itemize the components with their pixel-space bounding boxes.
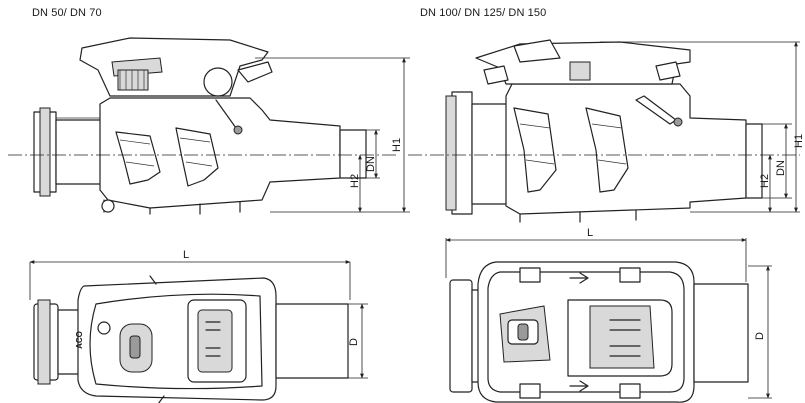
dimensions-side-small — [255, 57, 410, 213]
dim-label-d-left: D — [348, 338, 360, 346]
top-view-large: ACO — [449, 261, 749, 403]
dim-label-dn-left: DN — [365, 156, 377, 172]
dimensions-side-large — [600, 41, 800, 213]
side-view-large — [445, 39, 763, 223]
dim-label-h2-left: H2 — [349, 174, 361, 188]
dim-label-h1-right: H1 — [793, 134, 805, 148]
dim-label-dn-right: DN — [775, 160, 787, 176]
side-view-small — [33, 37, 367, 215]
dim-label-h1-left: H1 — [391, 138, 403, 152]
caption-large-sizes: DN 100/ DN 125/ DN 150 — [420, 7, 547, 19]
aco-logo-left: ACO — [75, 331, 84, 349]
dim-label-l-left: L — [183, 249, 189, 261]
dimensions-top-large — [445, 238, 772, 399]
dim-label-d-right: D — [754, 332, 766, 340]
dim-label-h2-right: H2 — [759, 174, 771, 188]
top-view-small: ACO — [33, 275, 349, 403]
caption-small-sizes: DN 50/ DN 70 — [32, 7, 102, 19]
dimensions-top-small — [29, 260, 368, 379]
dim-label-l-right: L — [587, 227, 593, 239]
